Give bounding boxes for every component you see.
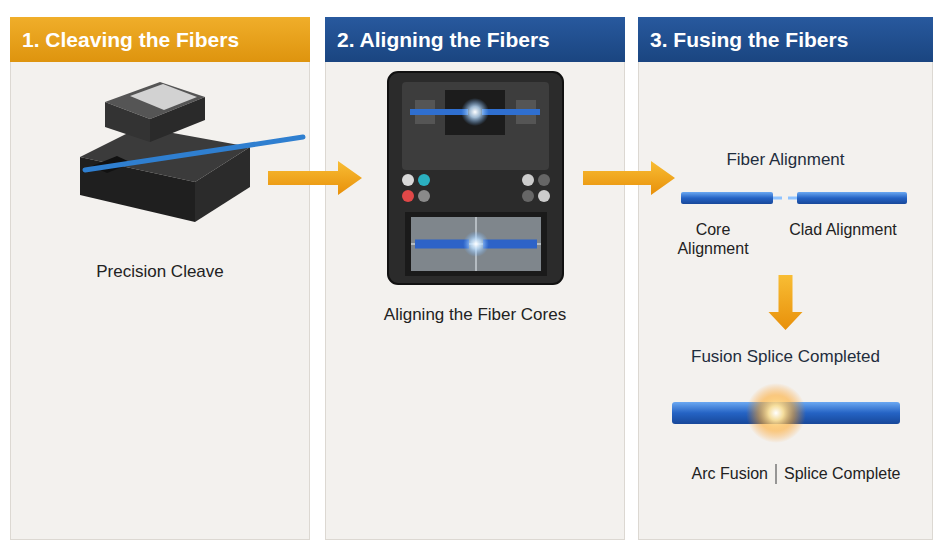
control-button [522, 174, 534, 186]
splicer-body [388, 72, 563, 284]
arc-glow [463, 231, 489, 257]
cleaver-side [195, 147, 250, 222]
fiber-clamp [415, 100, 435, 124]
screen-crosshair [411, 243, 541, 245]
stage-heading: Fiber Alignment [653, 150, 918, 170]
control-button [418, 174, 430, 186]
text-divider [775, 464, 777, 484]
step-caption: Aligning the Fiber Cores [325, 305, 625, 325]
splicer-screen-frame [405, 212, 547, 276]
control-button [538, 174, 550, 186]
stage-label: Core Alignment [663, 220, 763, 258]
step-panel: 1. Cleaving the FibersPrecision Cleave [10, 17, 310, 540]
fused-fiber [672, 402, 900, 424]
stage-label: Splice Complete [784, 464, 918, 483]
arc-glow [746, 383, 806, 443]
flow-arrow [769, 275, 803, 330]
header-band: 1. Cleaving the Fibers [10, 17, 310, 62]
arc-glow [461, 98, 489, 126]
stage-group: Fiber AlignmentCore Alignment Clad Alignm… [653, 142, 918, 267]
splicer-top [402, 82, 549, 170]
panel-ground [639, 18, 933, 540]
optical-fiber [410, 109, 468, 115]
cleaver-clamp [92, 156, 132, 173]
panel-ground [11, 18, 310, 540]
optical-fiber [85, 137, 303, 170]
stage-heading: Fusion Splice Completed [653, 347, 918, 367]
optical-fiber [415, 240, 469, 249]
flow-arrow [268, 161, 362, 195]
cleaver-top [80, 127, 250, 182]
cleaver-lid-side [150, 97, 205, 142]
control-button [522, 190, 534, 202]
fiber-clamp [516, 100, 536, 124]
header-band: 2. Aligning the Fibers [325, 17, 625, 62]
fiber-cladding [681, 192, 773, 204]
control-button [538, 190, 550, 202]
header-band: 3. Fusing the Fibers [638, 17, 933, 62]
stage-group: Fusion Splice CompletedArc Fusion Splice … [653, 337, 918, 507]
fiber-core [788, 197, 797, 200]
step-caption: Precision Cleave [10, 262, 310, 282]
control-button [418, 190, 430, 202]
flow-arrow [583, 161, 675, 195]
optical-fiber [483, 240, 537, 249]
fiber-core [773, 197, 782, 200]
panel-ground [326, 18, 625, 540]
screen-crosshair [475, 217, 477, 271]
splicer-screen [411, 217, 541, 271]
control-button [402, 190, 414, 202]
step-panel: 3. Fusing the FibersFiber AlignmentCore … [638, 17, 933, 540]
stage-label: Clad Alignment [788, 220, 898, 239]
cleaver-blade-plate [130, 84, 197, 110]
step-heading: 2. Aligning the Fibers [337, 17, 613, 62]
cleaver-front [80, 157, 195, 222]
optical-fiber [482, 109, 540, 115]
step-heading: 1. Cleaving the Fibers [22, 17, 298, 62]
fiber-cladding [797, 192, 907, 204]
step-heading: 3. Fusing the Fibers [650, 17, 921, 62]
cleaver-lid-top [105, 82, 205, 119]
step-panel: 2. Aligning the FibersAligning the Fiber… [325, 17, 625, 540]
cleaver-lid-front [105, 102, 150, 142]
splicer-window [445, 90, 505, 135]
control-button [402, 174, 414, 186]
stage-label: Arc Fusion [653, 464, 768, 483]
